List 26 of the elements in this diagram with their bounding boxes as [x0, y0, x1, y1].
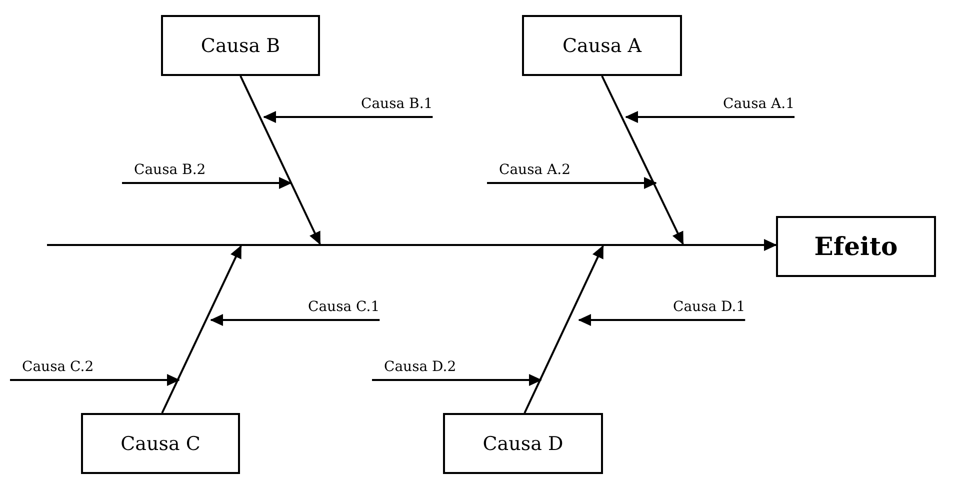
arrow: [487, 177, 657, 189]
cause-label: Causa C.1: [308, 299, 380, 320]
arrow: [263, 111, 433, 123]
arrow: [372, 374, 542, 386]
spine-arrow: [47, 238, 777, 251]
arrow: [122, 177, 292, 189]
arrow: [601, 76, 684, 245]
cause-box: Causa C: [81, 413, 240, 474]
arrow: [10, 374, 180, 386]
effect-box: Efeito: [776, 216, 936, 277]
arrow: [524, 245, 604, 414]
cause-label: Causa A.2: [487, 162, 571, 183]
cause-label: Causa C.2: [10, 359, 94, 380]
cause-box: Causa D: [443, 413, 603, 474]
cause-label: Causa D.2: [372, 359, 456, 380]
arrow: [161, 245, 242, 414]
cause-box: Causa A: [522, 15, 682, 76]
arrow: [578, 314, 746, 326]
cause-label: Causa D.1: [673, 299, 746, 320]
cause-label: Causa B.1: [361, 96, 433, 117]
cause-label: Causa A.1: [723, 96, 795, 117]
cause-box: Causa B: [161, 15, 320, 76]
arrow: [625, 111, 795, 123]
cause-label: Causa B.2: [122, 162, 206, 183]
arrow: [210, 314, 380, 326]
arrow: [240, 76, 321, 245]
